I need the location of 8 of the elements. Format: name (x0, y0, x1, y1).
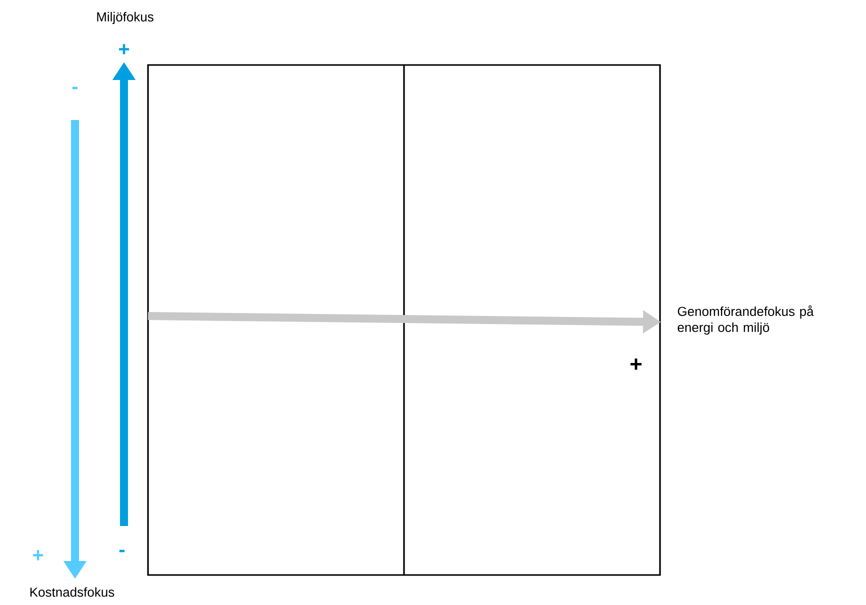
axis-title: Kostnadsfokus (30, 587, 114, 597)
plus-sign: + (630, 358, 642, 370)
minus-sign: - (72, 86, 78, 90)
plus-sign: + (119, 44, 130, 54)
plus-sign: + (33, 550, 44, 560)
minus-sign: - (119, 550, 125, 552)
axis-title: Miljöfokus (97, 12, 154, 24)
axis-title: Genomförandefokus på energi och miljö (678, 305, 814, 335)
